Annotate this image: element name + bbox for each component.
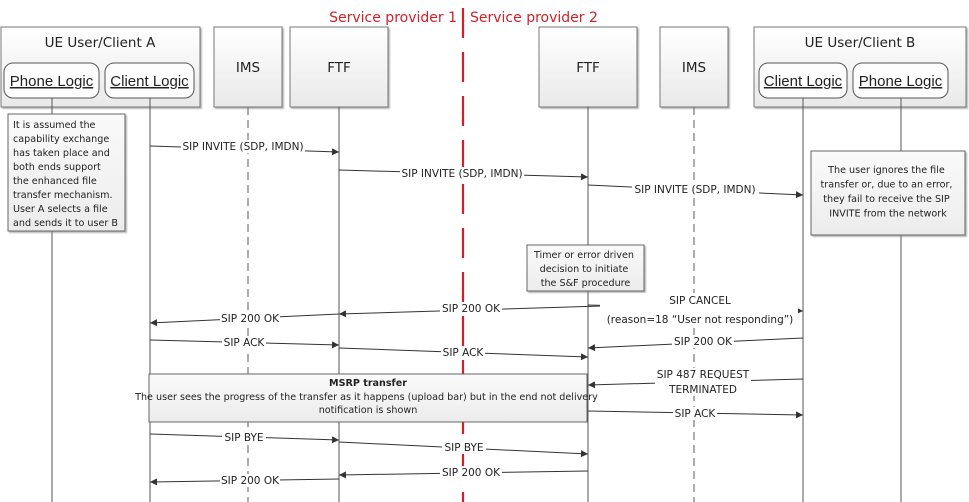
message-label: SIP 200 OK <box>221 475 280 487</box>
message-label: SIP ACK <box>675 408 717 420</box>
svg-text:The user sees the progress of: The user sees the progress of the transf… <box>134 392 601 416</box>
note-line: INVITE from the network <box>829 209 947 220</box>
group-ue-client-a: UE User/Client A Phone Logic Client Logi… <box>0 26 201 108</box>
message-sip-200-ok-5: SIP 200 OK <box>149 474 340 487</box>
participant-phone-logic-a[interactable]: Phone Logic <box>3 62 100 99</box>
note-line: It is assumed the <box>13 120 96 131</box>
participant-ftf-2[interactable]: FTF <box>538 26 638 108</box>
participant-label: FTF <box>327 60 351 76</box>
note-user-ignores: The user ignores the file transfer or, d… <box>810 150 966 236</box>
message-label: SIP 487 REQUEST <box>657 369 750 381</box>
message-sip-200-ok-3: SIP 200 OK <box>587 335 804 352</box>
group-title: UE User/Client A <box>45 35 156 51</box>
msrp-transfer-box: MSRP transfer The user sees the progress… <box>134 373 601 423</box>
participant-label: IMS <box>682 60 706 76</box>
message-sip-200-ok-1: SIP 200 OK <box>338 302 603 318</box>
message-sip-200-ok-4: SIP 200 OK <box>338 466 589 479</box>
note-line: they fail to receive the SIP <box>823 194 950 205</box>
participant-label: Phone Logic <box>10 73 94 90</box>
msrp-title: MSRP transfer <box>329 378 407 389</box>
message-sip-487-request-terminated: SIP 487 REQUEST TERMINATED <box>587 368 804 396</box>
participant-label: FTF <box>576 60 600 76</box>
note-line: The user sees the progress of the transf… <box>134 392 598 403</box>
message-sip-200-ok-2: SIP 200 OK <box>149 312 340 327</box>
participant-label: Client Logic <box>764 73 843 90</box>
note-line: The user ignores the file <box>827 165 945 176</box>
message-label-line2: (reason=18 “User not responding”) <box>607 314 794 326</box>
provider-label-1: Service provider 1 <box>329 10 457 26</box>
note-line: has taken place and <box>13 148 110 159</box>
note-line: transfer or, due to an error, <box>821 180 953 191</box>
note-line: the enhanced file <box>13 176 97 187</box>
message-sip-invite-1: SIP INVITE (SDP, IMDN) <box>149 140 340 156</box>
message-sip-cancel: SIP CANCEL (reason=18 “User not respondi… <box>587 293 804 327</box>
note-line: Timer or error driven <box>533 250 634 261</box>
message-sip-ack-3: SIP ACK <box>587 407 804 420</box>
message-label: SIP 200 OK <box>442 467 501 479</box>
note-line: transfer mechanism. <box>13 190 113 201</box>
note-line: User A selects a file <box>13 204 108 215</box>
note-timer-decision: Timer or error driven decision to initia… <box>526 244 645 292</box>
participant-label: Client Logic <box>110 73 189 90</box>
participant-ims-a[interactable]: IMS <box>213 26 283 108</box>
note-line: notification is shown <box>319 405 418 416</box>
participant-ftf-1[interactable]: FTF <box>289 26 389 108</box>
message-label: SIP 200 OK <box>442 303 501 315</box>
message-sip-bye-1: SIP BYE <box>149 431 340 444</box>
note-line: both ends support <box>13 162 101 173</box>
message-label: SIP INVITE (SDP, IMDN) <box>182 141 303 153</box>
note-capability-exchange: It is assumed the capability exchange ha… <box>7 113 126 232</box>
message-sip-bye-2: SIP BYE <box>338 441 589 458</box>
note-line: decision to initiate <box>540 264 629 275</box>
message-label: SIP BYE <box>224 432 263 444</box>
message-label: SIP ACK <box>224 337 266 349</box>
participant-phone-logic-b[interactable]: Phone Logic <box>852 62 949 99</box>
provider-label-2: Service provider 2 <box>470 10 598 26</box>
note-line: the S&F procedure <box>541 278 631 289</box>
message-label: SIP INVITE (SDP, IMDN) <box>401 168 522 180</box>
note-line: and sends it to user B <box>13 218 118 229</box>
participant-client-logic-a[interactable]: Client Logic <box>104 62 195 99</box>
message-label: SIP BYE <box>444 442 483 454</box>
participant-label: Phone Logic <box>859 73 943 90</box>
participant-client-logic-b[interactable]: Client Logic <box>758 62 848 99</box>
message-sip-invite-2: SIP INVITE (SDP, IMDN) <box>338 167 589 181</box>
participant-label: IMS <box>236 60 260 76</box>
svg-text:It is assumed the capabi: It is assumed the capability exchange ha… <box>13 120 118 229</box>
message-label: SIP INVITE (SDP, IMDN) <box>634 184 755 196</box>
svg-text:Timer or error driven de: Timer or error driven decision to initia… <box>533 250 637 289</box>
messages: SIP INVITE (SDP, IMDN) SIP INVITE (SDP, … <box>149 140 804 487</box>
group-ue-client-b: UE User/Client B Client Logic Phone Logi… <box>753 26 967 108</box>
message-label: SIP 200 OK <box>674 336 733 348</box>
svg-text:The user ignores the file: The user ignores the file transfer or, d… <box>821 165 956 220</box>
participant-ims-b[interactable]: IMS <box>659 26 729 108</box>
message-label: SIP CANCEL <box>669 295 731 307</box>
message-sip-ack-1: SIP ACK <box>149 336 340 349</box>
group-title: UE User/Client B <box>805 35 916 51</box>
message-label: SIP ACK <box>443 347 485 359</box>
message-label-line2: TERMINATED <box>668 384 737 396</box>
note-line: capability exchange <box>13 134 109 145</box>
message-label: SIP 200 OK <box>221 313 280 325</box>
message-sip-invite-3: SIP INVITE (SDP, IMDN) <box>587 183 804 199</box>
message-sip-ack-2: SIP ACK <box>338 346 589 361</box>
